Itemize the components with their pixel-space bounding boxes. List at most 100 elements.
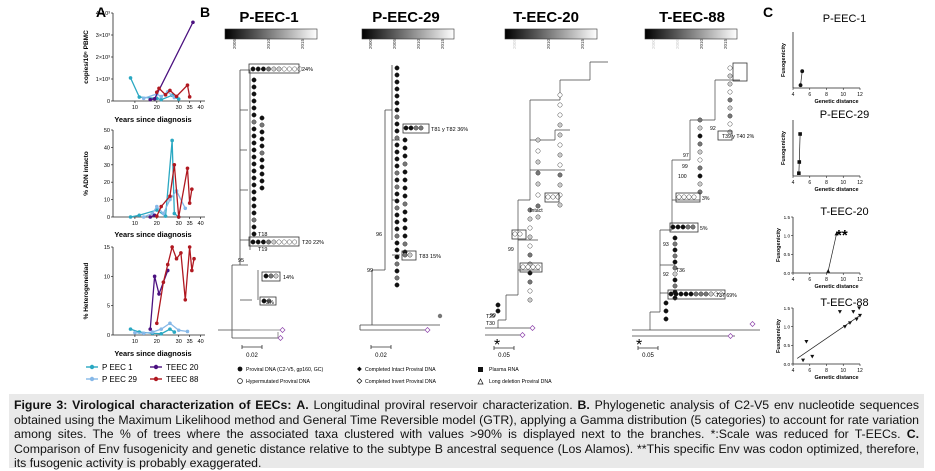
figure-caption: Figure 3: Virological characterization o…	[14, 398, 919, 471]
scale-label: 0.02	[375, 353, 387, 359]
leaf-node	[663, 300, 669, 306]
filled-square-icon	[478, 367, 483, 372]
x-axis-label: Genetic distance	[814, 187, 858, 193]
data-point	[183, 298, 188, 302]
data-point	[174, 256, 179, 261]
data-point	[170, 245, 174, 249]
data-point	[128, 76, 133, 80]
leaf-node	[255, 239, 261, 245]
leaf-node	[260, 239, 266, 245]
leaf-node	[292, 66, 297, 72]
leaf-node	[697, 133, 703, 139]
data-point	[168, 321, 172, 326]
y-axis-label: copies/10⁶ PBMC	[83, 30, 90, 84]
tree-4-bootstrap: 100	[678, 174, 687, 180]
leaf-node	[394, 247, 400, 253]
leaf-node	[718, 291, 724, 297]
scale-label: 0.02	[246, 353, 258, 359]
data-point	[170, 138, 174, 143]
leaf-node	[727, 97, 733, 103]
y-tick-label: 0.0	[784, 362, 791, 367]
leaf-node	[394, 128, 400, 134]
tree-title-t-eec-20: T-EEC-20	[513, 9, 579, 26]
x-tick-label: 10	[132, 221, 138, 227]
y-tick-label: 0.0	[784, 271, 791, 276]
x-tick-label: 10	[840, 180, 846, 186]
leaf-node	[402, 241, 408, 247]
data-point	[165, 262, 170, 267]
leaf-node	[394, 226, 400, 232]
x-tick-label: 4	[792, 92, 795, 98]
leaf-node	[394, 254, 400, 260]
leaf-node	[527, 297, 533, 303]
leaf-node	[259, 164, 265, 170]
tree-4-bootstrap: 97	[683, 153, 689, 159]
tree-4-outgroup-diamonds	[727, 321, 756, 339]
x-tick-label: 8	[825, 92, 828, 98]
leaf-node	[727, 113, 733, 119]
caption-b-text: Phylogenetic analysis of C2-V5 env nucle…	[14, 398, 919, 442]
scatter-point	[810, 354, 815, 359]
leaf-node	[697, 149, 703, 155]
scatter-point	[858, 313, 862, 318]
panel-letter-b: B	[200, 4, 210, 20]
leaf-node	[676, 194, 682, 200]
data-point	[155, 214, 159, 218]
leaf-node	[697, 165, 703, 171]
reduced-scale-asterisk: *	[636, 337, 642, 354]
data-point	[161, 211, 166, 216]
legend-proviral-dna: Proviral DNA (C2-V5, gp160, GC)	[246, 367, 324, 373]
data-point	[152, 274, 157, 279]
leaf-node	[673, 291, 679, 297]
leaf-node	[672, 271, 678, 277]
x-tick-label: 6	[808, 368, 811, 374]
scatter-point	[798, 132, 802, 136]
leaf-node	[672, 265, 678, 271]
leaf-node	[683, 291, 689, 297]
leaf-node	[255, 66, 261, 72]
data-point	[183, 206, 188, 211]
leaf-node	[527, 252, 533, 258]
y-tick-label: 1.5	[784, 215, 791, 220]
y-tick-label: 5	[107, 304, 110, 310]
data-point	[148, 97, 153, 102]
leaf-node	[557, 162, 563, 168]
leaf-node	[672, 277, 678, 283]
leaf-node	[402, 137, 408, 143]
leaf-node	[697, 157, 703, 163]
colorbar-tick: 2015	[300, 38, 305, 49]
x-tick-label: 30	[176, 339, 182, 345]
tree-2-bootstrap-99: 99	[367, 268, 373, 274]
scatter-point	[842, 325, 847, 329]
leaf-node	[670, 224, 676, 230]
scatter-point	[834, 231, 839, 236]
x-tick-label: 6	[808, 277, 811, 283]
leaf-node	[394, 86, 400, 92]
colorbar-tick: 2015	[440, 38, 445, 49]
data-point	[150, 330, 155, 334]
leaf-node	[394, 205, 400, 211]
leaf-node	[535, 170, 541, 176]
leaf-node	[708, 291, 714, 297]
y-tick-label: 1.0	[784, 233, 791, 238]
tree-1-outgroup-diamonds	[277, 327, 286, 341]
y-axis-label: % ADN intacto	[83, 151, 90, 196]
leaf-node	[251, 133, 257, 139]
connector-line	[800, 71, 803, 86]
leaf-node	[394, 240, 400, 246]
data-point	[179, 251, 183, 255]
legend-completed-intact: Completed Intact Proviral DNA	[365, 367, 436, 373]
y-tick-label: 0.5	[784, 343, 791, 348]
leaf-node	[418, 125, 424, 131]
phylo-tree-p-eec-1	[218, 69, 280, 339]
legend-label-p-eec-1: P EEC 1	[102, 363, 133, 372]
data-point	[174, 94, 179, 99]
y-tick-label: 1.5	[784, 306, 791, 311]
leaf-node	[402, 177, 408, 183]
leaf-node	[251, 189, 257, 195]
tree-1-label-3: 3%	[266, 300, 274, 306]
leaf-node	[693, 291, 699, 297]
legend-label-p-eec-29: P EEC 29	[102, 375, 138, 384]
leaf-node	[555, 194, 561, 200]
leaf-node	[672, 253, 678, 259]
